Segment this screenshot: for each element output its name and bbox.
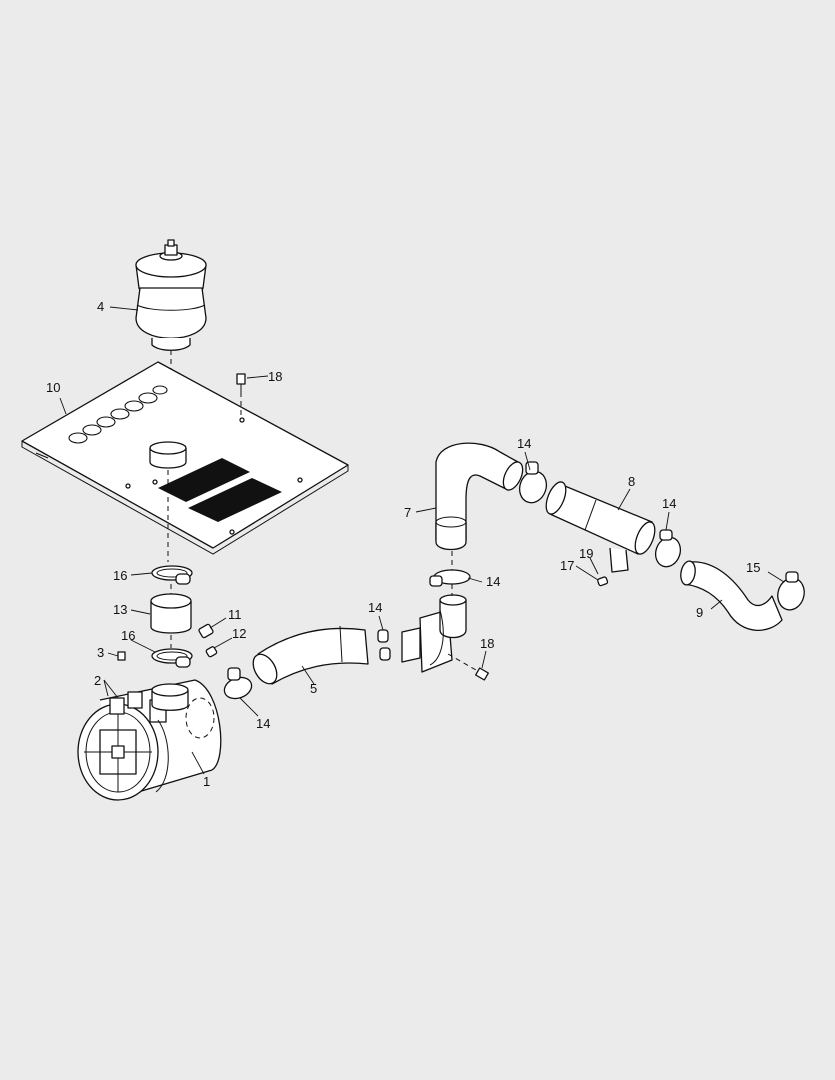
callout-2: 2	[94, 673, 101, 688]
bolt	[236, 373, 246, 392]
vent-slots	[68, 385, 168, 444]
rubber-sleeve	[150, 593, 192, 634]
callout-7: 7	[404, 505, 411, 520]
callout-5: 5	[310, 681, 317, 696]
fitting	[198, 623, 214, 639]
screw	[597, 576, 609, 587]
callout-17: 17	[560, 558, 574, 573]
hose-clamp	[377, 629, 391, 661]
callout-18-b: 18	[480, 636, 494, 651]
callout-14-c: 14	[486, 574, 500, 589]
air-cleaner-housing	[77, 679, 222, 801]
hose-clamp	[777, 571, 805, 611]
callout-19: 19	[579, 546, 593, 561]
callout-16-a: 16	[113, 568, 127, 583]
hose-clamp	[223, 667, 253, 700]
callout-14-d: 14	[368, 600, 382, 615]
callout-1: 1	[203, 774, 210, 789]
callout-4: 4	[97, 299, 104, 314]
intake-pipe	[545, 481, 656, 573]
mesh-grille	[158, 458, 250, 502]
hose-clamp	[151, 648, 193, 668]
callout-14-b: 14	[662, 496, 676, 511]
callout-16-b: 16	[121, 628, 135, 643]
callout-12: 12	[232, 626, 246, 641]
callout-8: 8	[628, 474, 635, 489]
callout-14-a: 14	[517, 436, 531, 451]
callout-9: 9	[696, 605, 703, 620]
hose-clamp	[151, 565, 193, 585]
callout-10: 10	[46, 380, 60, 395]
screw	[117, 651, 126, 661]
intake-sleeve	[149, 441, 187, 469]
leader-lines	[59, 306, 785, 775]
callout-13: 13	[113, 602, 127, 617]
callout-labels: 1 2 3 4 5 7 8 9 10 11 12 13 14 14 14 14 …	[46, 299, 760, 789]
callout-14-e: 14	[256, 716, 270, 731]
callout-3: 3	[97, 645, 104, 660]
hose-clamp	[429, 569, 471, 587]
mesh-grille	[188, 478, 282, 522]
callout-15: 15	[746, 560, 760, 575]
hose-clamp	[654, 529, 682, 568]
intake-hose	[252, 625, 369, 685]
elbow-hose	[435, 442, 524, 551]
outlet-hose	[680, 560, 783, 631]
callout-11: 11	[228, 607, 242, 622]
bolt	[475, 667, 489, 681]
pre-cleaner-bowl	[135, 239, 207, 351]
callout-18-a: 18	[268, 369, 282, 384]
fitting	[205, 646, 218, 658]
elbow-bracket	[401, 594, 467, 673]
assembly-line	[447, 653, 477, 671]
